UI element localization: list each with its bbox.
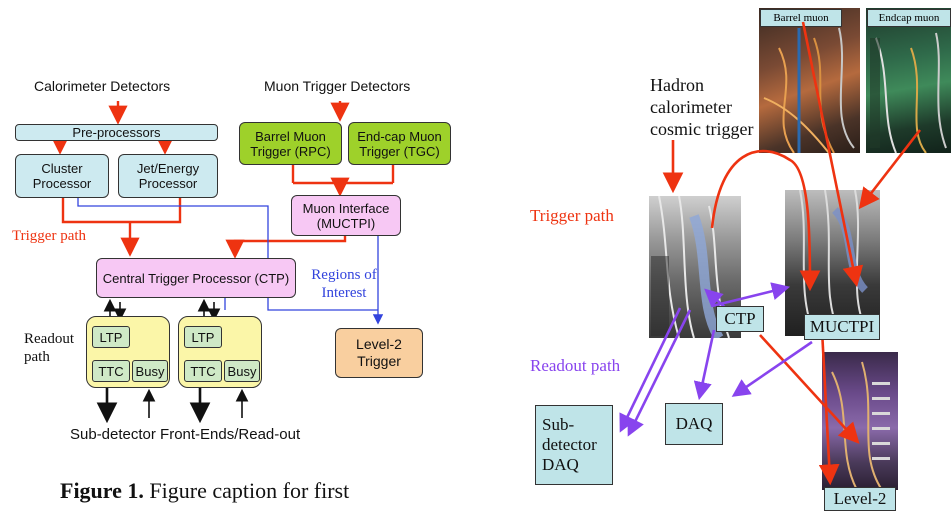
barrel-muon-trigger-box: Barrel Muon Trigger (RPC) (239, 122, 342, 165)
muctpi-label-box: MUCTPI (804, 314, 880, 340)
muon-interface-text: Muon Interface (MUCTPI) (302, 200, 390, 231)
ltp-box-2: LTP (184, 326, 222, 348)
right-readout-path-label: Readout path (530, 356, 621, 375)
readout-path-label: Readout path (24, 331, 74, 365)
endcap-muon-trigger-box: End-cap Muon Trigger (TGC) (348, 122, 451, 165)
jet-energy-processor-box: Jet/Energy Processor (118, 154, 218, 198)
ctp-label-box: CTP (716, 306, 764, 332)
ltp-text-2: LTP (191, 329, 215, 345)
right-trigger-path-label: Trigger path (530, 206, 614, 225)
level2-trigger-box: Level-2 Trigger (335, 328, 423, 378)
barrel-muon-tag: Barrel muon (760, 9, 842, 27)
barrel-cable-texture (763, 27, 855, 153)
endcap-muon-tag: Endcap muon (867, 9, 951, 27)
ctp-text: Central Trigger Processor (CTP) (102, 270, 290, 286)
caption-text: Figure caption for first (149, 478, 350, 503)
barrel-muon-trigger-text: Barrel Muon Trigger (RPC) (250, 128, 331, 159)
level2-label-box: Level-2 (824, 487, 896, 511)
busy-box-2: Busy (224, 360, 260, 382)
barrel-muon-photo (759, 8, 860, 153)
endcap-muon-trigger-text: End-cap Muon Trigger (TGC) (357, 128, 442, 159)
muon-interface-box: Muon Interface (MUCTPI) (291, 195, 401, 236)
busy-text-2: Busy (227, 363, 257, 379)
regions-of-interest-label: Regions of Interest (311, 267, 377, 301)
cluster-processor-text: Cluster Processor (32, 161, 92, 191)
sub-detector-daq-box: Sub- detector DAQ (535, 405, 613, 485)
jet-energy-processor-text: Jet/Energy Processor (136, 161, 200, 191)
ctp-box: Central Trigger Processor (CTP) (96, 258, 296, 298)
daq-label-box: DAQ (665, 403, 723, 445)
pre-processors-text: Pre-processors (72, 125, 161, 140)
ttc-text-2: TTC (190, 363, 216, 379)
ltp-text-1: LTP (99, 329, 123, 345)
right-readout-arrows (619, 282, 813, 437)
ttc-box-1: TTC (92, 360, 130, 382)
endcap-muon-photo (866, 8, 951, 153)
busy-text-1: Busy (135, 363, 165, 379)
right-trigger-arrows (662, 21, 922, 486)
muon-trigger-detectors-label: Muon Trigger Detectors (264, 78, 411, 94)
sub-detector-frontends-label: Sub-detector Front-Ends/Read-out (70, 426, 301, 443)
calorimeter-detectors-label: Calorimeter Detectors (34, 78, 171, 94)
cluster-processor-box: Cluster Processor (15, 154, 109, 198)
endcap-cable-texture (870, 32, 947, 153)
level2-trigger-text: Level-2 Trigger (356, 336, 402, 369)
ttc-text-1: TTC (98, 363, 124, 379)
trigger-path-label: Trigger path (12, 228, 87, 244)
regions-of-interest-lines (77, 198, 384, 325)
pre-processors-box: Pre-processors (15, 124, 218, 141)
busy-box-1: Busy (132, 360, 168, 382)
ltp-box-1: LTP (92, 326, 130, 348)
hadron-cosmic-trigger-label: Hadron calorimeter cosmic trigger (650, 75, 754, 139)
figure-caption: Figure 1. Figure caption for first (60, 478, 349, 504)
ttc-box-2: TTC (184, 360, 222, 382)
caption-label: Figure 1. (60, 478, 144, 503)
